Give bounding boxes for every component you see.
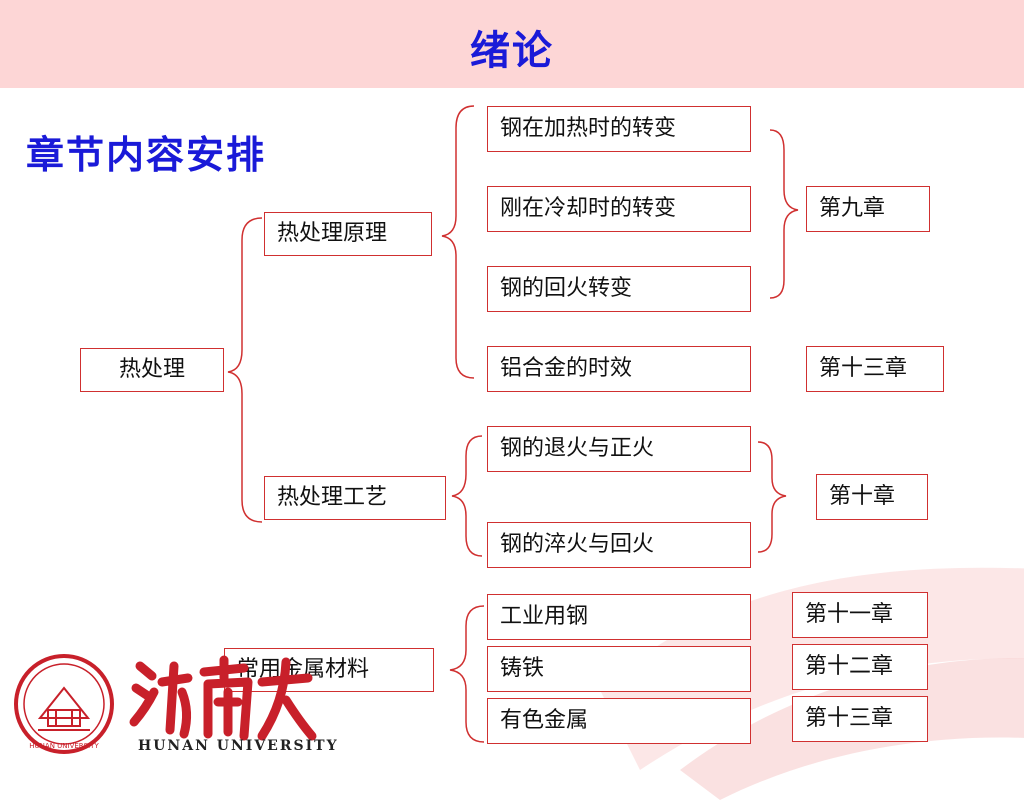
chapter-label-13: 第十三章	[806, 346, 944, 392]
header-band	[0, 0, 1024, 88]
chapter9-brace	[769, 129, 799, 299]
university-logo: HUNAN UNIVERSITY	[14, 654, 317, 754]
chapter-label-13b: 第十三章	[792, 696, 928, 742]
university-seal-icon	[14, 654, 114, 754]
section-title: 章节内容安排	[26, 133, 267, 177]
topic-nonferrous-metals: 有色金属	[487, 698, 751, 744]
topic-tempering-transformation: 钢的回火转变	[487, 266, 751, 312]
chapter-label-10: 第十章	[816, 474, 928, 520]
bracket-connectors	[227, 105, 799, 743]
process-brace	[451, 435, 483, 557]
node-process: 热处理工艺	[264, 476, 446, 520]
topic-annealing-normalizing: 钢的退火与正火	[487, 426, 751, 472]
topic-cast-iron: 铸铁	[487, 646, 751, 692]
principle-brace	[441, 105, 475, 379]
slide-title: 绪论	[470, 28, 554, 74]
calligraphy-logotype	[129, 655, 317, 741]
node-root: 热处理	[80, 348, 224, 392]
topic-heating-transformation: 钢在加热时的转变	[487, 106, 751, 152]
node-principle: 热处理原理	[264, 212, 432, 256]
topic-cooling-transformation: 刚在冷却时的转变	[487, 186, 751, 232]
topic-industrial-steel: 工业用钢	[487, 594, 751, 640]
chapter10-brace	[757, 441, 787, 553]
root-brace	[227, 217, 263, 523]
materials-brace	[449, 605, 485, 743]
university-english-name: HUNAN UNIVERSITY	[138, 738, 339, 754]
topic-aluminum-aging: 铝合金的时效	[487, 346, 751, 392]
chapter-label-9: 第九章	[806, 186, 930, 232]
seal-english-text: HUNAN UNIVERSITY	[29, 742, 99, 750]
chapter-label-11: 第十一章	[792, 592, 928, 638]
chapter-label-12: 第十二章	[792, 644, 928, 690]
topic-quenching-tempering: 钢的淬火与回火	[487, 522, 751, 568]
